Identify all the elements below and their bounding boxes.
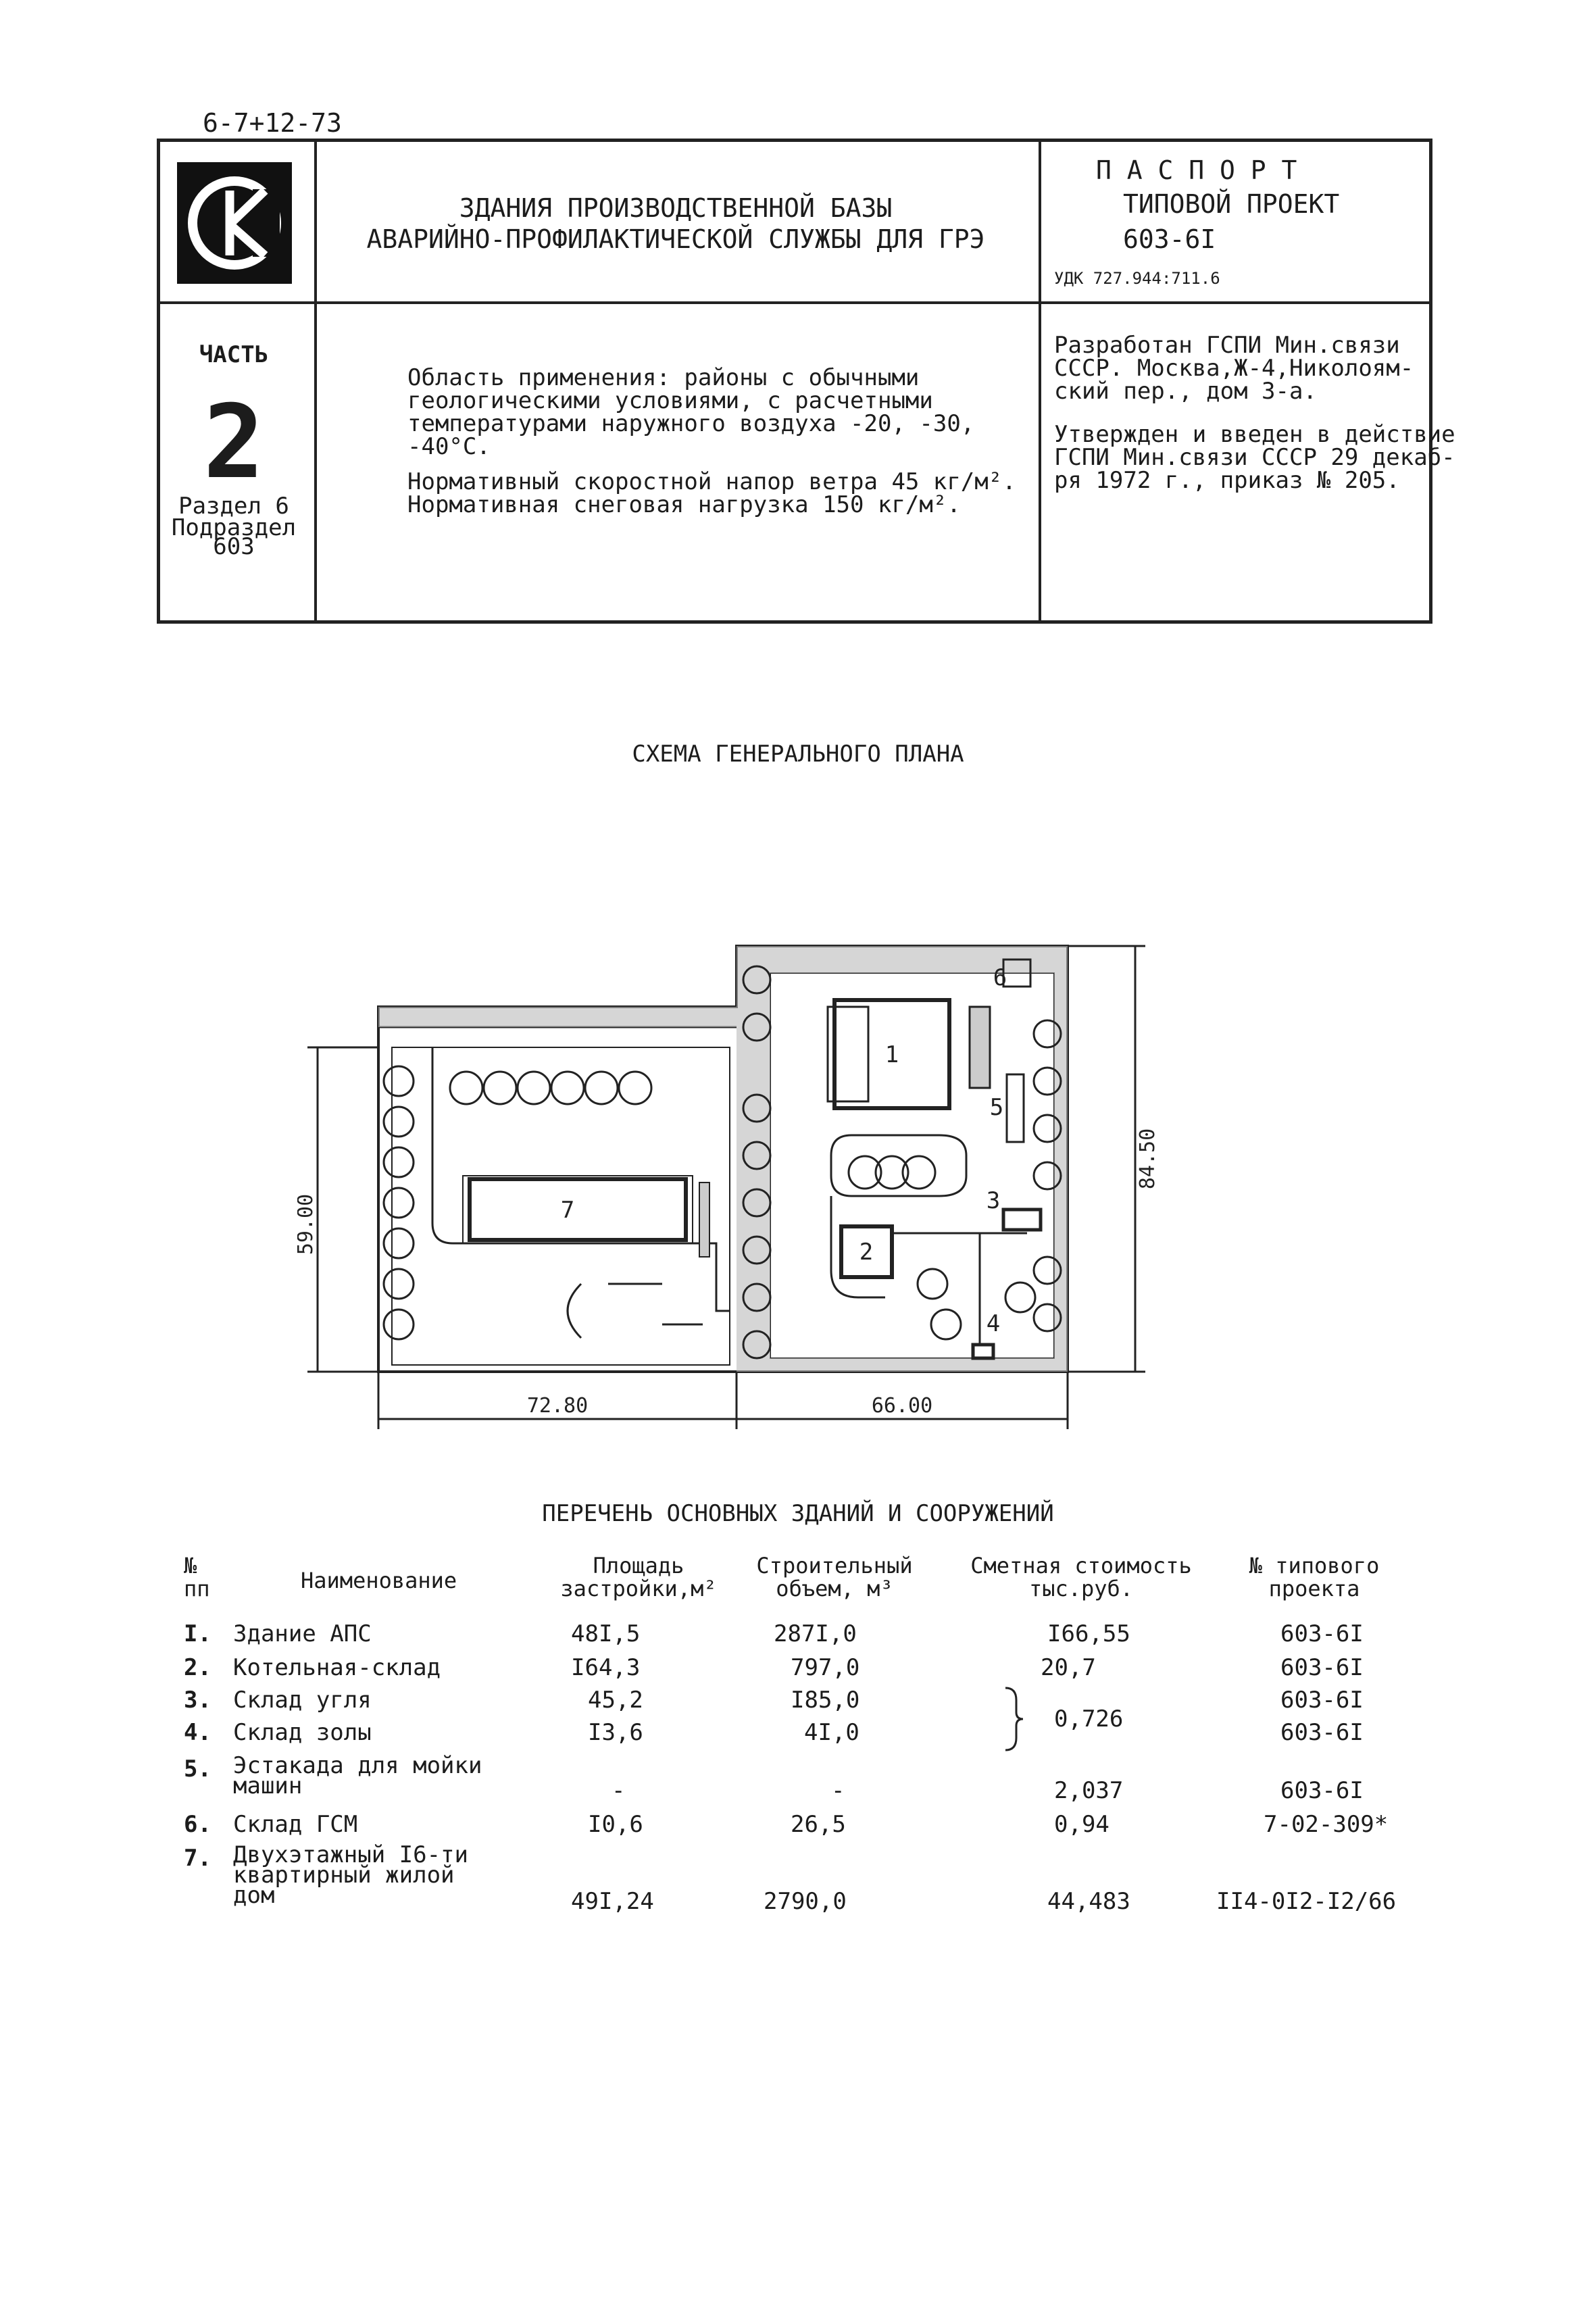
sk-logo xyxy=(177,162,292,284)
row-3-no: 3. xyxy=(184,1687,211,1714)
building-4 xyxy=(971,1343,995,1360)
row-7-no: 7. xyxy=(184,1845,211,1872)
building-1 xyxy=(832,998,951,1110)
row-2-cost: 20,7 xyxy=(1041,1654,1096,1681)
row-1-area: 48I,5 xyxy=(571,1620,641,1647)
project-number: 603-6I xyxy=(1123,224,1216,254)
th-project: № типового проекта xyxy=(1249,1553,1380,1601)
site-plan-drawing: 7 1 2 3 4 5 6 59.00 84.50 72.80 66.00 xyxy=(297,945,1159,1429)
th-cost: Сметная стоимость тыс.руб. xyxy=(970,1553,1192,1601)
row-5-name: Эстакада для мойки машин xyxy=(233,1752,482,1799)
developed-by-text: Разработан ГСПИ Мин.связи СССР. Москва,Ж… xyxy=(1054,332,1414,405)
dim-left: 59.00 xyxy=(297,1194,318,1255)
row-5-cost: 2,037 xyxy=(1054,1777,1124,1804)
row-4-project: 603-6I xyxy=(1280,1719,1364,1746)
row-5-area: - xyxy=(612,1777,626,1804)
dim-bottom-left: 72.80 xyxy=(527,1394,588,1418)
row-6-name: Склад ГСМ xyxy=(233,1811,358,1838)
plan-title: СХЕМА ГЕНЕРАЛЬНОГО ПЛАНА xyxy=(632,741,964,768)
row-7-area: 49I,24 xyxy=(571,1888,654,1915)
dim-bottom-right: 66.00 xyxy=(872,1394,932,1418)
row-2-area: I64,3 xyxy=(571,1654,641,1681)
plan-label-7: 7 xyxy=(561,1197,574,1224)
row-2-no: 2. xyxy=(184,1654,211,1681)
row-6-no: 6. xyxy=(184,1811,211,1838)
row-6-cost: 0,94 xyxy=(1054,1811,1109,1838)
row-2-name: Котельная-склад xyxy=(233,1654,441,1681)
row-2-volume: 797,0 xyxy=(791,1654,860,1681)
typical-project-label: ТИПОВОЙ ПРОЕКТ xyxy=(1123,189,1340,219)
row-2-project: 603-6I xyxy=(1280,1654,1364,1681)
approved-text: Утвержден и введен в действие ГСПИ Мин.с… xyxy=(1054,421,1455,494)
plan-label-2: 2 xyxy=(859,1239,873,1266)
row-6-project: 7-02-309* xyxy=(1264,1811,1389,1838)
row-4-name: Склад золы xyxy=(233,1719,372,1746)
row-7-cost: 44,483 xyxy=(1047,1888,1130,1915)
brace-icon xyxy=(1005,1687,1024,1751)
buildings xyxy=(462,958,1043,1360)
th-volume: Строительный объем, м³ xyxy=(756,1553,913,1601)
row-1-no: I. xyxy=(184,1620,211,1647)
load-text: Нормативный скоростной напор ветра 45 кг… xyxy=(407,468,1016,518)
structure-6 xyxy=(1002,958,1032,988)
th-name: Наименование xyxy=(301,1568,457,1593)
passport-header-frame xyxy=(157,139,1432,624)
row-3-volume: I85,0 xyxy=(791,1687,860,1714)
table-title: ПЕРЕЧЕНЬ ОСНОВНЫХ ЗДАНИЙ И СООРУЖЕНИЙ xyxy=(542,1500,1054,1527)
row-7-name: Двухэтажный I6-ти квартирный жилой дом xyxy=(233,1841,468,1909)
row-4-no: 4. xyxy=(184,1719,211,1746)
row-5-volume: - xyxy=(831,1777,845,1804)
row-1-project: 603-6I xyxy=(1280,1620,1364,1647)
sk-logo-icon xyxy=(188,176,281,270)
plan-label-4: 4 xyxy=(987,1310,1000,1337)
subsection-label: Подраздел xyxy=(171,514,297,541)
row-5-project: 603-6I xyxy=(1280,1777,1364,1804)
plan-label-1: 1 xyxy=(885,1041,899,1068)
row-3-name: Склад угля xyxy=(233,1687,372,1714)
application-text: Область применения: районы с обычными ге… xyxy=(407,364,975,460)
row-1-name: Здание АПС xyxy=(233,1620,372,1647)
row-6-volume: 26,5 xyxy=(791,1811,846,1838)
structure-5 xyxy=(968,1005,991,1089)
row-3-area: 45,2 xyxy=(588,1687,643,1714)
th-area: Площадь застройки,м² xyxy=(560,1553,717,1601)
building-3 xyxy=(1001,1208,1043,1232)
row-7-volume: 2790,0 xyxy=(764,1888,847,1915)
udk-code: УДК 727.944:711.6 xyxy=(1054,269,1220,288)
subsection-number: 603 xyxy=(213,533,255,560)
plan-label-3: 3 xyxy=(987,1187,1000,1214)
row-7-project: II4-0I2-I2/66 xyxy=(1216,1888,1397,1915)
row-6-area: I0,6 xyxy=(588,1811,643,1838)
part-number: 2 xyxy=(203,384,265,501)
row-3-project: 603-6I xyxy=(1280,1687,1364,1714)
trees xyxy=(382,965,1062,1360)
plan-label-5: 5 xyxy=(990,1094,1003,1121)
title-line-2: АВАРИЙНО-ПРОФИЛАКТИЧЕСКОЙ СЛУЖБЫ ДЛЯ ГРЭ xyxy=(366,224,985,254)
part-label: ЧАСТЬ xyxy=(199,341,269,368)
row-1-cost: I66,55 xyxy=(1047,1620,1130,1647)
document-code: 6-7+12-73 xyxy=(203,108,342,138)
row-3-4-cost: 0,726 xyxy=(1054,1706,1124,1733)
dim-right: 84.50 xyxy=(1136,1128,1159,1189)
plan-label-6: 6 xyxy=(993,964,1007,991)
row-4-area: I3,6 xyxy=(588,1719,643,1746)
th-no: № пп xyxy=(184,1553,210,1601)
building-2 xyxy=(839,1224,894,1279)
title-line-1: ЗДАНИЯ ПРОИЗВОДСТВЕННОЙ БАЗЫ xyxy=(459,193,893,223)
section-label: Раздел 6 xyxy=(178,493,289,520)
row-4-volume: 4I,0 xyxy=(804,1719,859,1746)
row-5-no: 5. xyxy=(184,1756,211,1783)
row-1-volume: 287I,0 xyxy=(774,1620,857,1647)
passport-label: П А С П О Р Т xyxy=(1096,155,1297,185)
building-7 xyxy=(468,1177,688,1242)
